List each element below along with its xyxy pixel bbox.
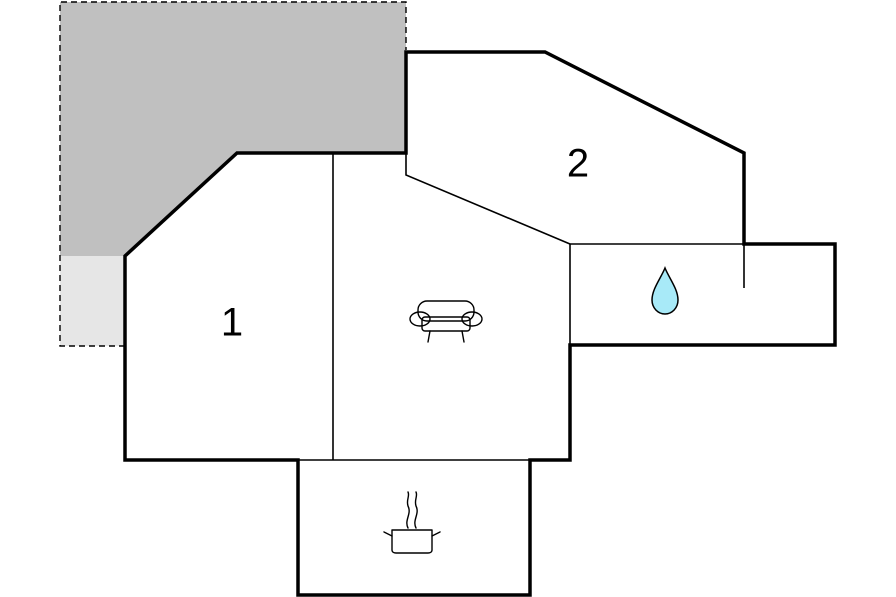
water-drop-icon <box>651 265 679 315</box>
cooking-pot-icon <box>383 491 441 554</box>
terrace-light <box>60 256 125 346</box>
room-label-bedroom-2: 2 <box>567 142 589 186</box>
terrace-dashed-border <box>59 1 407 347</box>
terrace-dark <box>60 2 406 256</box>
wall-bedroom2-living <box>405 153 571 245</box>
sofa-icon <box>409 300 483 343</box>
interior-walls <box>298 153 745 461</box>
outer-wall-main <box>123 50 837 597</box>
terrace-area <box>59 1 407 347</box>
outer-walls <box>123 50 837 597</box>
room-label-bedroom-1: 1 <box>221 301 243 345</box>
